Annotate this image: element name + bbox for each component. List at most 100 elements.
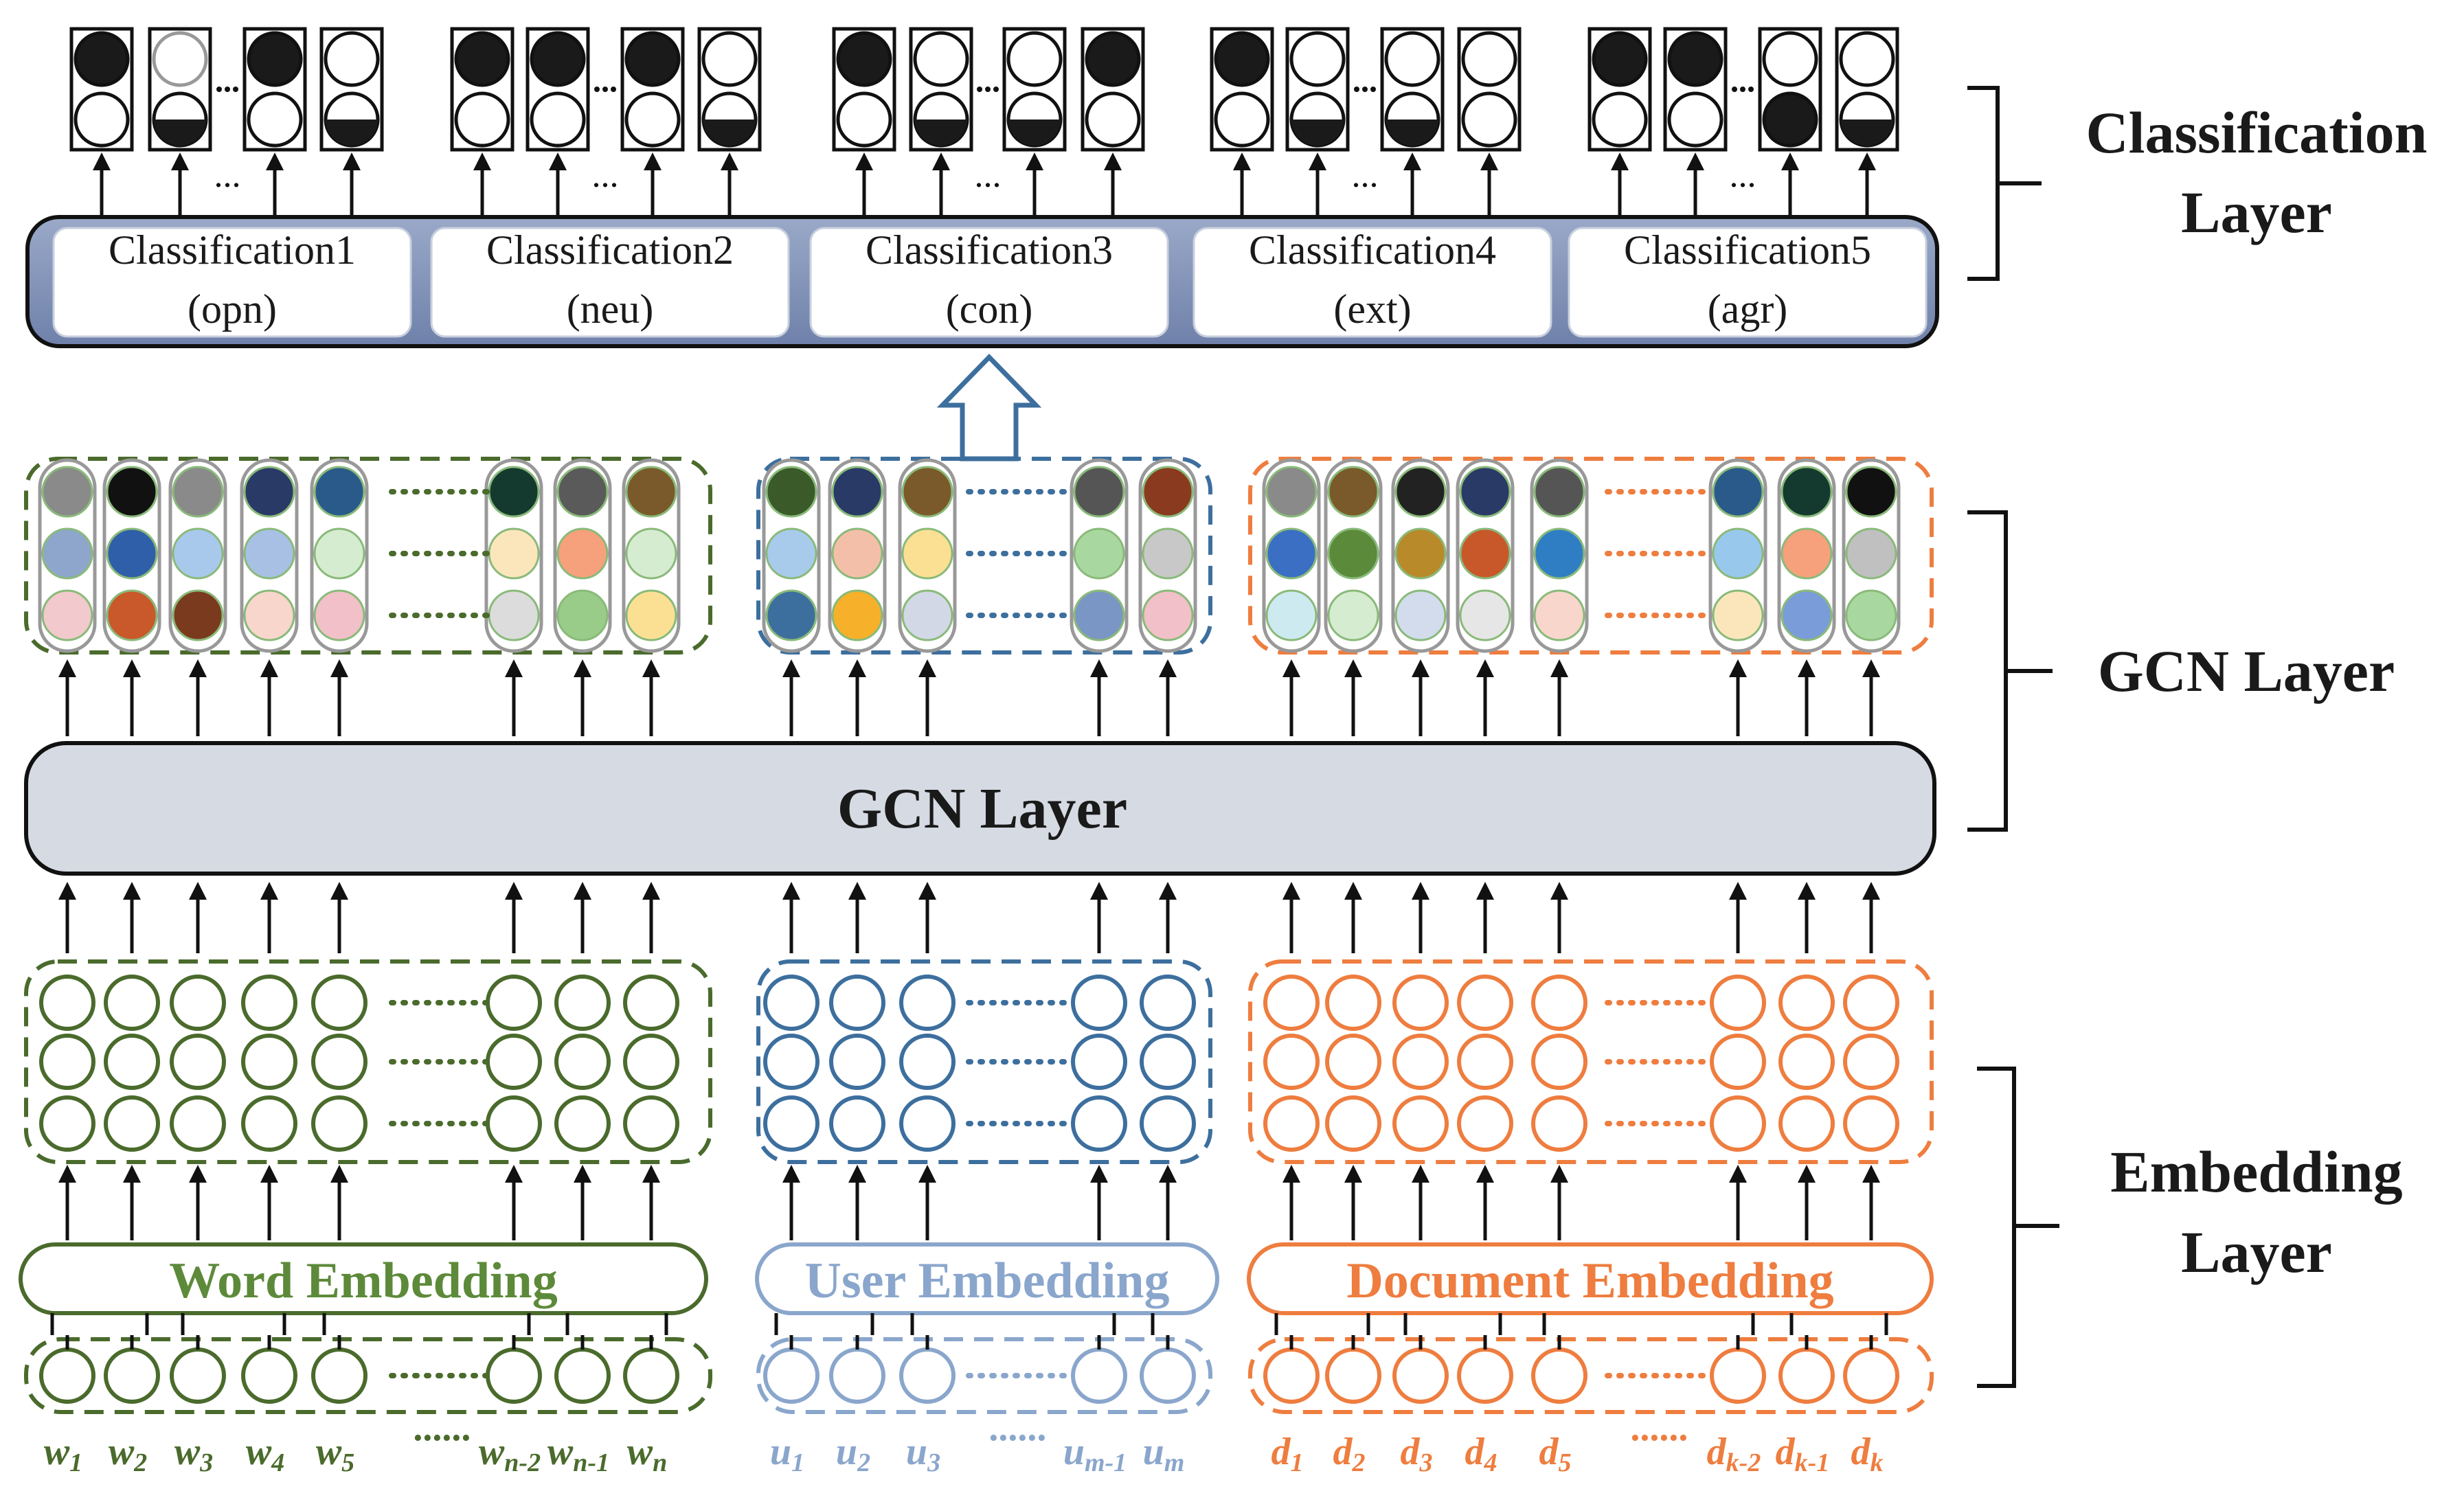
arrow-head <box>918 882 936 900</box>
gcn-output-arrow <box>918 659 936 736</box>
gcn-document-group <box>1248 457 1934 655</box>
arrow-head <box>782 882 800 900</box>
gcn-node-column <box>622 458 681 653</box>
gcn-output-arrow <box>1344 659 1362 736</box>
output-unit <box>1758 27 1822 152</box>
embedding-node <box>1392 975 1449 1031</box>
empty-unit-circle <box>1667 91 1723 148</box>
arrow-head <box>260 1165 278 1183</box>
token-node <box>1710 1347 1766 1404</box>
token-connector <box>910 1313 929 1350</box>
gcn-node-circle <box>1265 589 1318 641</box>
token-subscript: wn-1 <box>547 1431 609 1477</box>
filled-unit-circle <box>1592 31 1648 87</box>
token-subscript: d2 <box>1333 1431 1366 1477</box>
gcn-node-circle <box>556 527 609 580</box>
arrow-head <box>782 659 800 677</box>
embedding-node <box>554 1095 611 1152</box>
output-unit <box>1285 27 1350 152</box>
gcn-node-circle <box>243 589 295 641</box>
embedding-up-arrow <box>260 1165 278 1240</box>
output-unit <box>697 27 762 152</box>
gcn-node-circle <box>1073 527 1125 580</box>
token-subscript: um-1 <box>1063 1431 1127 1477</box>
classifier-name: Classification3 <box>866 227 1113 273</box>
token-subscript: dk <box>1851 1431 1884 1477</box>
gcn-node-circle <box>1712 527 1764 580</box>
ellipsis-dot <box>977 87 982 92</box>
gcn-node-column <box>1070 458 1129 653</box>
gcn-input-arrow <box>260 882 278 953</box>
token-node <box>1392 1347 1449 1404</box>
gcn-node-circle <box>313 466 365 518</box>
gcn-node-column <box>1842 458 1901 653</box>
gcn-input-arrows <box>58 882 1880 953</box>
gcn-output-groups <box>24 457 1934 655</box>
arrow-head <box>330 1165 348 1183</box>
gcn-output-arrow <box>848 659 866 736</box>
gcn-output-arrow <box>1550 659 1568 736</box>
gcn-node-circle <box>1327 527 1379 580</box>
embedding-up-arrow <box>1282 1165 1300 1240</box>
output-unit <box>1835 27 1899 152</box>
token-connector <box>1097 1313 1116 1350</box>
arrow-head <box>1412 1165 1429 1183</box>
embedding-node <box>486 1034 542 1090</box>
embedding-node <box>1071 1034 1127 1090</box>
gcn-node-circle <box>1533 589 1585 641</box>
arrow-head <box>473 152 491 170</box>
token-subscript: d3 <box>1401 1431 1433 1477</box>
token-node <box>829 1347 885 1404</box>
ellipsis-dot <box>1748 87 1754 92</box>
gcn-output-arrow <box>1729 659 1747 736</box>
gcn-node-circle <box>488 466 540 518</box>
gcn-input-arrow <box>1159 882 1177 953</box>
embedding-node <box>1263 1034 1320 1090</box>
ellipsis-dot <box>985 87 991 92</box>
token-node <box>763 1347 820 1404</box>
input-token-groups <box>24 1313 1934 1414</box>
token-node <box>486 1347 542 1404</box>
output-unit <box>69 27 134 152</box>
gcn-input-arrow <box>848 882 866 953</box>
gcn-node-column <box>828 458 887 653</box>
word-embedding-nodes <box>24 959 712 1164</box>
gcn-word-group <box>24 457 712 655</box>
token-subscript: u2 <box>836 1431 870 1477</box>
classifier-trait: (con) <box>946 286 1033 332</box>
gcn-node-circle <box>1394 527 1447 580</box>
arrow-head <box>549 152 567 170</box>
gcn-input-arrow <box>1862 882 1880 953</box>
gcn-node-circle <box>172 589 224 641</box>
ellipsis-dot <box>611 87 616 92</box>
classification-up-arrow <box>721 152 738 217</box>
token-node <box>623 1347 679 1404</box>
token-subscript: w4 <box>246 1431 284 1477</box>
arrow-head <box>343 152 361 170</box>
empty-unit-circle <box>1214 91 1270 148</box>
empty-unit-circle <box>152 31 208 87</box>
gcn-node-circle <box>1845 589 1897 641</box>
gcn-node-circle <box>831 589 883 641</box>
embedding-up-arrow <box>505 1165 523 1240</box>
embedding-up-arrow <box>58 1165 76 1240</box>
gcn-output-arrow <box>782 659 800 736</box>
embedding-node <box>1457 1095 1513 1152</box>
classification-up-arrow <box>266 152 284 217</box>
unit-ellipsis <box>1354 87 1376 92</box>
token-connector <box>130 1313 149 1350</box>
embedding-node <box>1457 1034 1513 1090</box>
arrow-head <box>1282 659 1300 677</box>
ellipsis-dot <box>594 87 600 92</box>
arrow-head <box>1412 659 1429 677</box>
token-node <box>1457 1347 1513 1404</box>
token-connector <box>774 1313 793 1350</box>
gcn-input-arrow <box>189 882 207 953</box>
gcn-input-arrow <box>58 882 76 953</box>
filled-unit-circle <box>454 31 510 87</box>
arrow-head <box>848 1165 866 1183</box>
arrow-head <box>330 882 348 900</box>
gcn-node-column <box>553 458 612 653</box>
gcn-node-circle <box>243 527 295 580</box>
